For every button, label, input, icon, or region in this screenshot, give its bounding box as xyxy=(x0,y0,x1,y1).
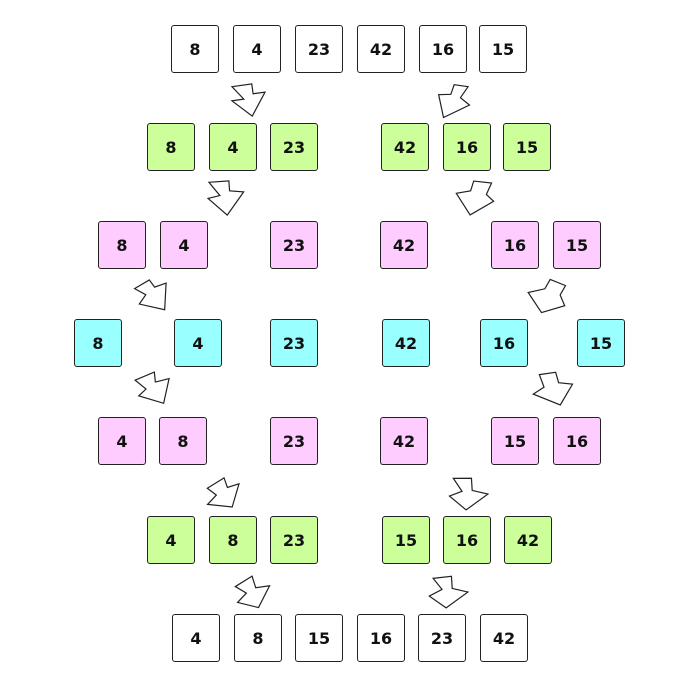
cell-r1-c3: 42 xyxy=(381,123,429,171)
cell-r3-c5: 15 xyxy=(577,319,625,367)
arrow-down-icon xyxy=(455,180,495,216)
cell-r2-c4: 16 xyxy=(491,221,539,269)
cell-r4-c4: 15 xyxy=(491,417,539,465)
arrow-down-icon xyxy=(206,180,245,216)
cell-r0-c2: 23 xyxy=(295,25,343,73)
cell-r6-c5: 42 xyxy=(480,614,528,662)
arrow-down-icon xyxy=(133,371,170,405)
cell-r6-c4: 23 xyxy=(418,614,466,662)
cell-r5-c1: 8 xyxy=(209,516,257,564)
cell-r2-c1: 4 xyxy=(160,221,208,269)
arrow-down-icon xyxy=(531,371,574,406)
arrow-down-icon xyxy=(133,279,167,311)
arrow-down-icon xyxy=(234,575,271,609)
cell-r5-c2: 23 xyxy=(270,516,318,564)
cell-r1-c4: 16 xyxy=(443,123,491,171)
arrow-down-icon xyxy=(428,575,470,609)
cell-r2-c2: 23 xyxy=(270,221,318,269)
cell-r4-c0: 4 xyxy=(98,417,146,465)
cell-r1-c5: 15 xyxy=(503,123,551,171)
cell-r3-c4: 16 xyxy=(480,319,528,367)
arrow-down-icon xyxy=(527,278,567,314)
cell-r5-c5: 42 xyxy=(504,516,552,564)
cell-r4-c2: 23 xyxy=(270,417,318,465)
cell-r2-c0: 8 xyxy=(98,221,146,269)
cell-r0-c1: 4 xyxy=(233,25,281,73)
cell-r1-c2: 23 xyxy=(270,123,318,171)
cell-r5-c4: 16 xyxy=(443,516,491,564)
cell-r0-c5: 15 xyxy=(479,25,527,73)
cell-r1-c0: 8 xyxy=(147,123,195,171)
cell-r4-c1: 8 xyxy=(159,417,207,465)
cell-r3-c0: 8 xyxy=(74,319,122,367)
arrow-down-icon xyxy=(437,84,471,119)
cell-r5-c0: 4 xyxy=(147,516,195,564)
cell-r6-c2: 15 xyxy=(295,614,343,662)
cell-r1-c1: 4 xyxy=(209,123,257,171)
cell-r3-c3: 42 xyxy=(382,319,430,367)
cell-r0-c0: 8 xyxy=(171,25,219,73)
cell-r6-c1: 8 xyxy=(234,614,282,662)
cell-r4-c5: 16 xyxy=(553,417,601,465)
cell-r0-c3: 42 xyxy=(357,25,405,73)
cell-r3-c1: 4 xyxy=(174,319,222,367)
cell-r2-c5: 15 xyxy=(553,221,601,269)
arrow-down-icon xyxy=(206,476,240,508)
cell-r6-c3: 16 xyxy=(357,614,405,662)
cell-r0-c4: 16 xyxy=(419,25,467,73)
arrow-down-icon xyxy=(448,477,490,511)
arrow-down-icon xyxy=(230,83,267,118)
cell-r6-c0: 4 xyxy=(172,614,220,662)
cell-r3-c2: 23 xyxy=(270,319,318,367)
cell-r5-c3: 15 xyxy=(382,516,430,564)
cell-r2-c3: 42 xyxy=(380,221,428,269)
cell-r4-c3: 42 xyxy=(380,417,428,465)
